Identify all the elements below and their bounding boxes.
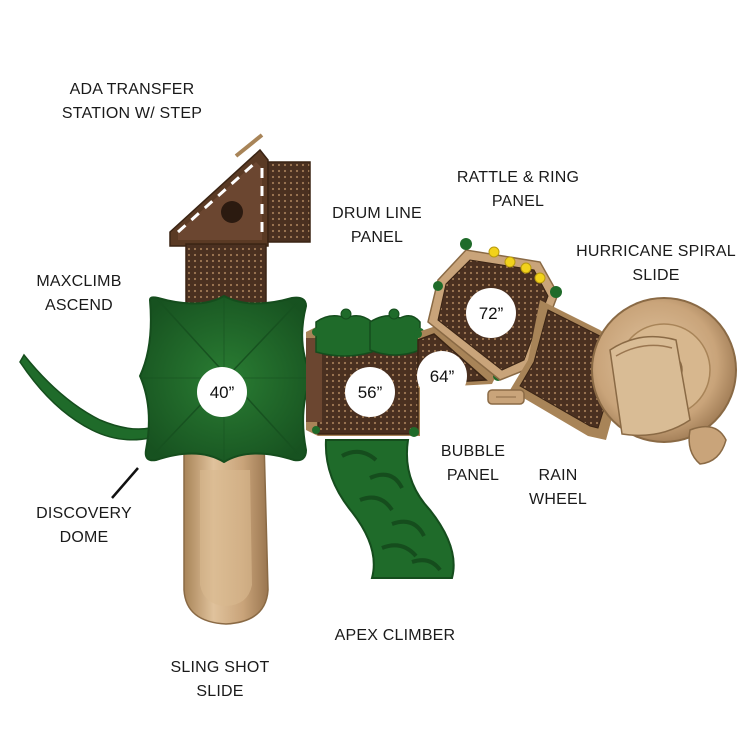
svg-text:72”: 72”	[479, 304, 504, 323]
deck-height-badge-64: 64”	[417, 351, 467, 401]
svg-text:56”: 56”	[358, 383, 383, 402]
discovery-pointer	[111, 467, 139, 499]
rattle-ring-panel	[488, 246, 546, 284]
drum-line-panel-tops	[315, 308, 421, 357]
deck-height-badge-56: 56”	[345, 367, 395, 417]
apex-climber	[324, 439, 455, 579]
ada-transfer-station	[169, 133, 311, 305]
svg-text:64”: 64”	[430, 367, 455, 386]
label-apex-climber: APEX CLIMBER	[334, 627, 456, 644]
sling-shot-slide	[183, 439, 269, 625]
rain-wheel	[487, 389, 525, 405]
hurricane-spiral-slide	[591, 297, 737, 465]
deck-height-badge-72: 72”	[466, 288, 516, 338]
deck-height-badge-40: 40”	[197, 367, 247, 417]
discovery-dome-tube	[19, 353, 151, 441]
svg-text:40”: 40”	[210, 383, 235, 402]
